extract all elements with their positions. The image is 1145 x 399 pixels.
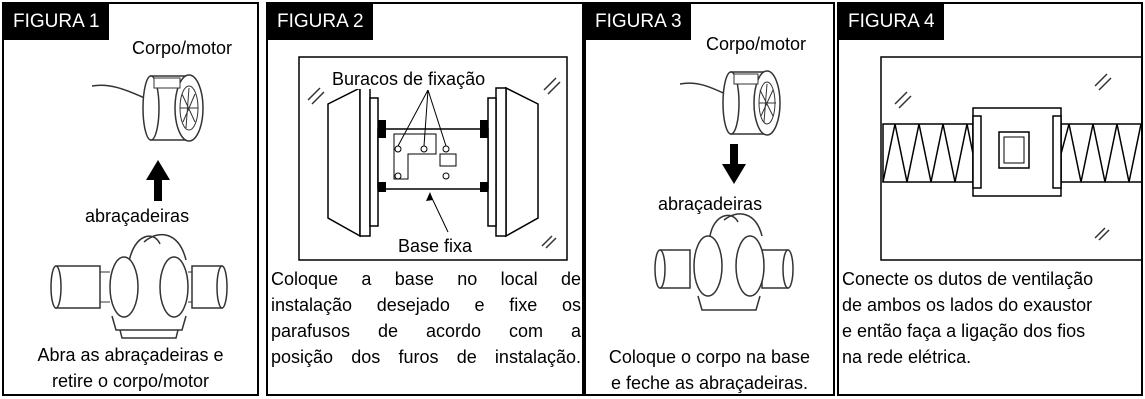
caption-line-1: Abra as abraçadeiras e [37, 345, 224, 365]
panel-figura-4: FIGURA 4 Conecte os dutos de ventilação … [837, 2, 1143, 396]
wall-hatch-icon [543, 77, 561, 95]
arrow-down-icon [722, 144, 746, 184]
wall-hatch-icon [894, 91, 912, 109]
label-corpo-motor: Corpo/motor [706, 34, 807, 54]
wall-hatch-icon [541, 235, 557, 249]
figure-tag: FIGURA 1 [4, 4, 109, 40]
panel-figura-1: FIGURA 1 Corpo/motor abraçadeiras Abra a… [2, 2, 259, 396]
caption-line-2: instalação desejado e fixe os [271, 295, 581, 315]
wall-hatch-icon [1094, 227, 1110, 241]
wall-hatch-icon [1094, 73, 1112, 91]
label-abracadeiras: abraçadeiras [85, 206, 190, 226]
caption-line-2: de ambos os lados do exaustor [842, 295, 1093, 315]
label-corpo-motor: Corpo/motor [132, 38, 233, 58]
caption-line-4: posição dos furos de instalação. [271, 347, 581, 367]
arrow-up-icon [146, 160, 170, 201]
panel-figura-3: FIGURA 3 Corpo/motor abraçadeiras Coloqu… [584, 2, 835, 396]
caption-line-2: retire o corpo/motor [51, 371, 210, 391]
label-buracos-fixacao: Buracos de fixação [330, 69, 488, 89]
caption-line-3: e então faça a ligação dos fios [842, 321, 1086, 341]
caption-line-3: parafusos de acordo com a [271, 321, 581, 341]
caption-line-4: na rede elétrica. [842, 347, 972, 367]
caption-line-1: Conecte os dutos de ventilação [842, 269, 1094, 289]
base-mounting-illustration [298, 56, 568, 261]
duct-connection-illustration [880, 56, 1141, 261]
caption-line-1: Coloque a base no local de [271, 269, 581, 289]
motor-into-base-illustration [654, 70, 794, 311]
wall-hatch-icon [307, 87, 325, 105]
figure-tag: FIGURA 3 [586, 4, 691, 40]
caption-line-1: Coloque o corpo na base [608, 347, 811, 367]
figure-tag: FIGURA 4 [839, 4, 944, 40]
figure-tag: FIGURA 2 [268, 4, 373, 40]
caption-line-2: e feche as abraçadeiras. [610, 373, 809, 393]
label-abracadeiras: abraçadeiras [658, 194, 763, 214]
motor-and-base-illustration [50, 74, 228, 339]
label-base-fixa: Base fixa [398, 236, 473, 256]
panel-figura-2: FIGURA 2 Buracos de fixação Base fi [266, 2, 584, 396]
